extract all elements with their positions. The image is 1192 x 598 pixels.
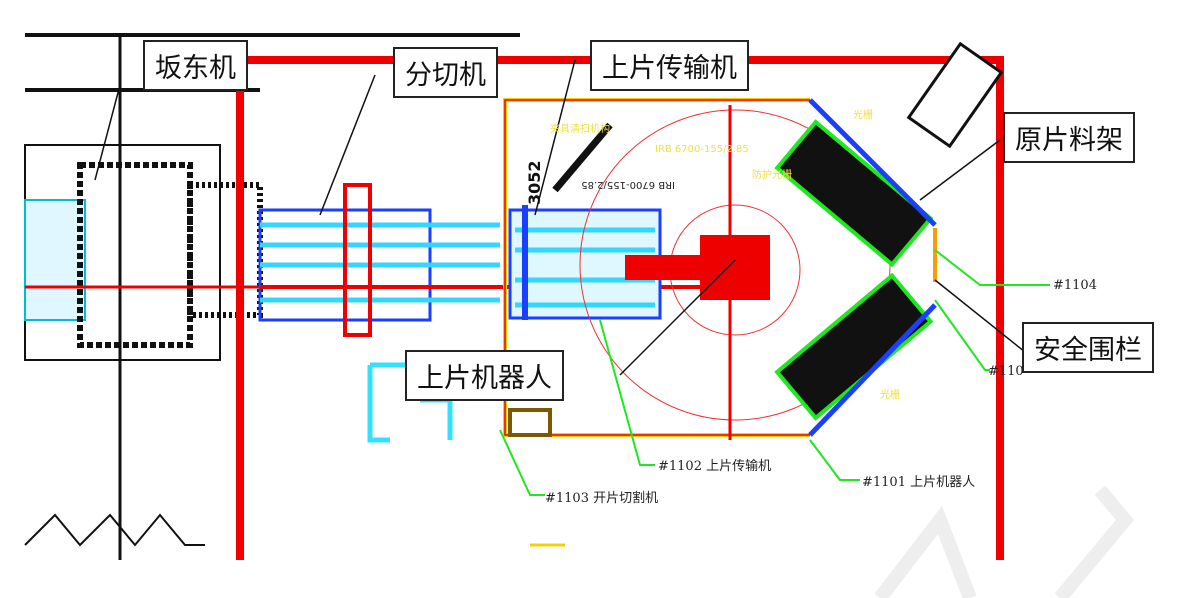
callout-rack: 原片料架 [1003, 112, 1135, 163]
light-curtain-label: 光栅 [880, 388, 900, 401]
robot-model-label: IRB 6700-155/2.85 [581, 179, 675, 190]
clean-mech-label: 夹具清扫机构 [550, 122, 610, 135]
roller-bed [187, 182, 263, 318]
light-curtain-label: 光栅 [853, 108, 873, 121]
callout-robot: 上片机器人 [405, 350, 564, 401]
guard-light-label: 防护光栅 [752, 168, 792, 181]
callout-kundong: 坂东机 [143, 40, 248, 91]
robot-arm [625, 255, 705, 280]
kundong-feed [24, 199, 86, 321]
tag-1102: #1102 上片传输机 [658, 458, 771, 474]
wave-outline [24, 513, 205, 547]
robot-model-top-label: IRB 6700-155/2.85 [655, 144, 749, 155]
callout-fenqie: 分切机 [393, 47, 498, 98]
tag-1103: #1103 开片切割机 [545, 490, 658, 506]
callout-fence: 安全围栏 [1022, 322, 1154, 373]
forklift [906, 41, 1004, 149]
tag-1101: #1101 上片机器人 [862, 475, 975, 490]
callout-conveyor: 上片传输机 [590, 40, 749, 91]
kundong-frame [77, 162, 193, 348]
tag-1105: #110 [988, 364, 1024, 379]
rack-bottom [774, 272, 934, 421]
rack-top [774, 119, 934, 268]
robot-base [700, 235, 770, 300]
cutter-bridge [343, 183, 372, 337]
dimension-label: 3052 [525, 160, 544, 205]
tag-1104: #1104 [1053, 278, 1097, 293]
